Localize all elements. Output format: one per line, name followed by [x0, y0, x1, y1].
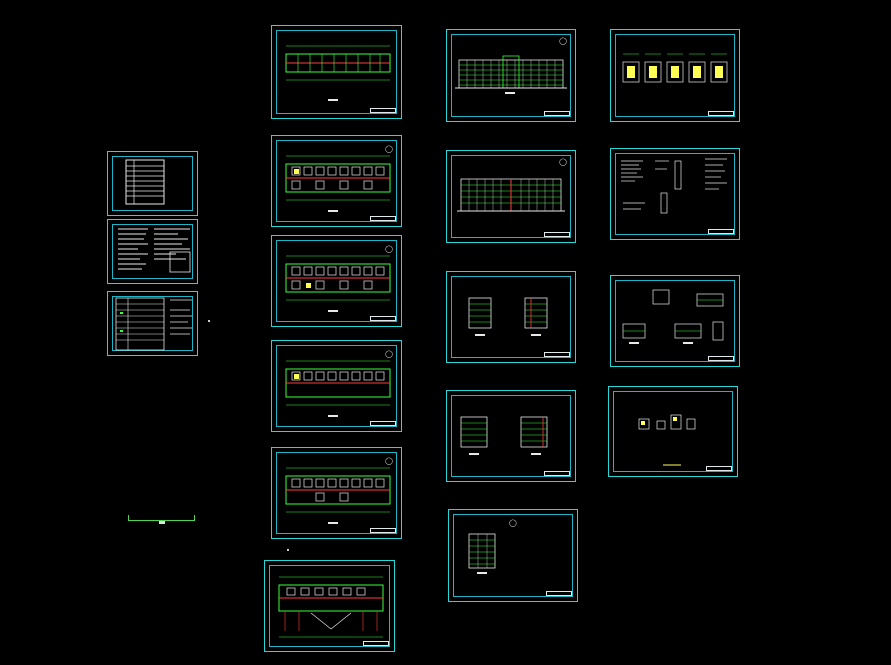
- north-arrow-icon: ◯: [385, 350, 393, 358]
- side-elevations-2[interactable]: [446, 390, 576, 482]
- title-block: [544, 232, 570, 237]
- stray-point-2: [287, 549, 289, 551]
- floor-plan-3-drawing: [285, 255, 391, 312]
- stray-point: [208, 320, 210, 322]
- roof-plan-drawing: [278, 576, 384, 638]
- roof-plan[interactable]: [264, 560, 395, 652]
- front-elevation-drawing: [455, 55, 567, 94]
- stair-details-drawing: [621, 158, 727, 214]
- floor-plan-3[interactable]: ◯: [271, 235, 402, 327]
- title-block: [708, 111, 734, 116]
- schedule-sheet[interactable]: [107, 291, 198, 356]
- notes-text-drawing: [118, 228, 191, 273]
- node-details-drawing: [622, 289, 724, 344]
- floor-plan-1[interactable]: [271, 25, 402, 119]
- stair-details[interactable]: [610, 148, 740, 240]
- title-block: [544, 352, 570, 357]
- node-details[interactable]: [610, 275, 740, 367]
- floor-plan-2-drawing: [285, 155, 391, 212]
- title-block: [370, 216, 396, 221]
- title-block: [370, 108, 396, 113]
- floor-plan-5-drawing: [285, 467, 391, 524]
- side-elevations-2-drawing: [460, 416, 548, 455]
- floor-plan-2[interactable]: ◯: [271, 135, 402, 227]
- scale-bar: [128, 515, 195, 524]
- floor-plan-4[interactable]: ◯: [271, 340, 402, 432]
- front-elevation[interactable]: ◯: [446, 29, 576, 122]
- north-arrow-icon: ◯: [559, 37, 567, 45]
- floor-plan-5[interactable]: ◯: [271, 447, 402, 539]
- title-block: [370, 528, 396, 533]
- title-block: [706, 466, 732, 471]
- section-sheet[interactable]: ◯: [448, 509, 578, 602]
- misc-details-drawing: [638, 414, 696, 466]
- schedule-table-drawing: [115, 297, 192, 351]
- misc-details[interactable]: [608, 386, 738, 477]
- north-arrow-icon: ◯: [385, 457, 393, 465]
- north-arrow-icon: ◯: [385, 245, 393, 253]
- title-block: [370, 421, 396, 426]
- index-table-drawing: [125, 159, 165, 205]
- side-elevations-1[interactable]: [446, 271, 576, 363]
- window-details-drawing: [622, 53, 728, 83]
- title-block: [363, 641, 389, 646]
- north-arrow-icon: ◯: [385, 145, 393, 153]
- scale-bar-label: [159, 521, 165, 524]
- title-block: [370, 316, 396, 321]
- north-arrow-icon: ◯: [509, 519, 517, 527]
- title-block: [546, 591, 572, 596]
- notes-sheet[interactable]: [107, 219, 198, 284]
- section-sheet-drawing: [468, 533, 496, 574]
- title-block: [708, 229, 734, 234]
- floor-plan-4-drawing: [285, 360, 391, 417]
- north-arrow-icon: ◯: [559, 158, 567, 166]
- side-elevations-1-drawing: [468, 297, 548, 336]
- window-details[interactable]: [610, 29, 740, 122]
- title-block: [708, 356, 734, 361]
- title-block: [544, 471, 570, 476]
- rear-elevation[interactable]: ◯: [446, 150, 576, 243]
- title-block: [544, 111, 570, 116]
- rear-elevation-drawing: [457, 178, 565, 212]
- floor-plan-1-drawing: [285, 45, 391, 101]
- index-sheet[interactable]: [107, 151, 198, 216]
